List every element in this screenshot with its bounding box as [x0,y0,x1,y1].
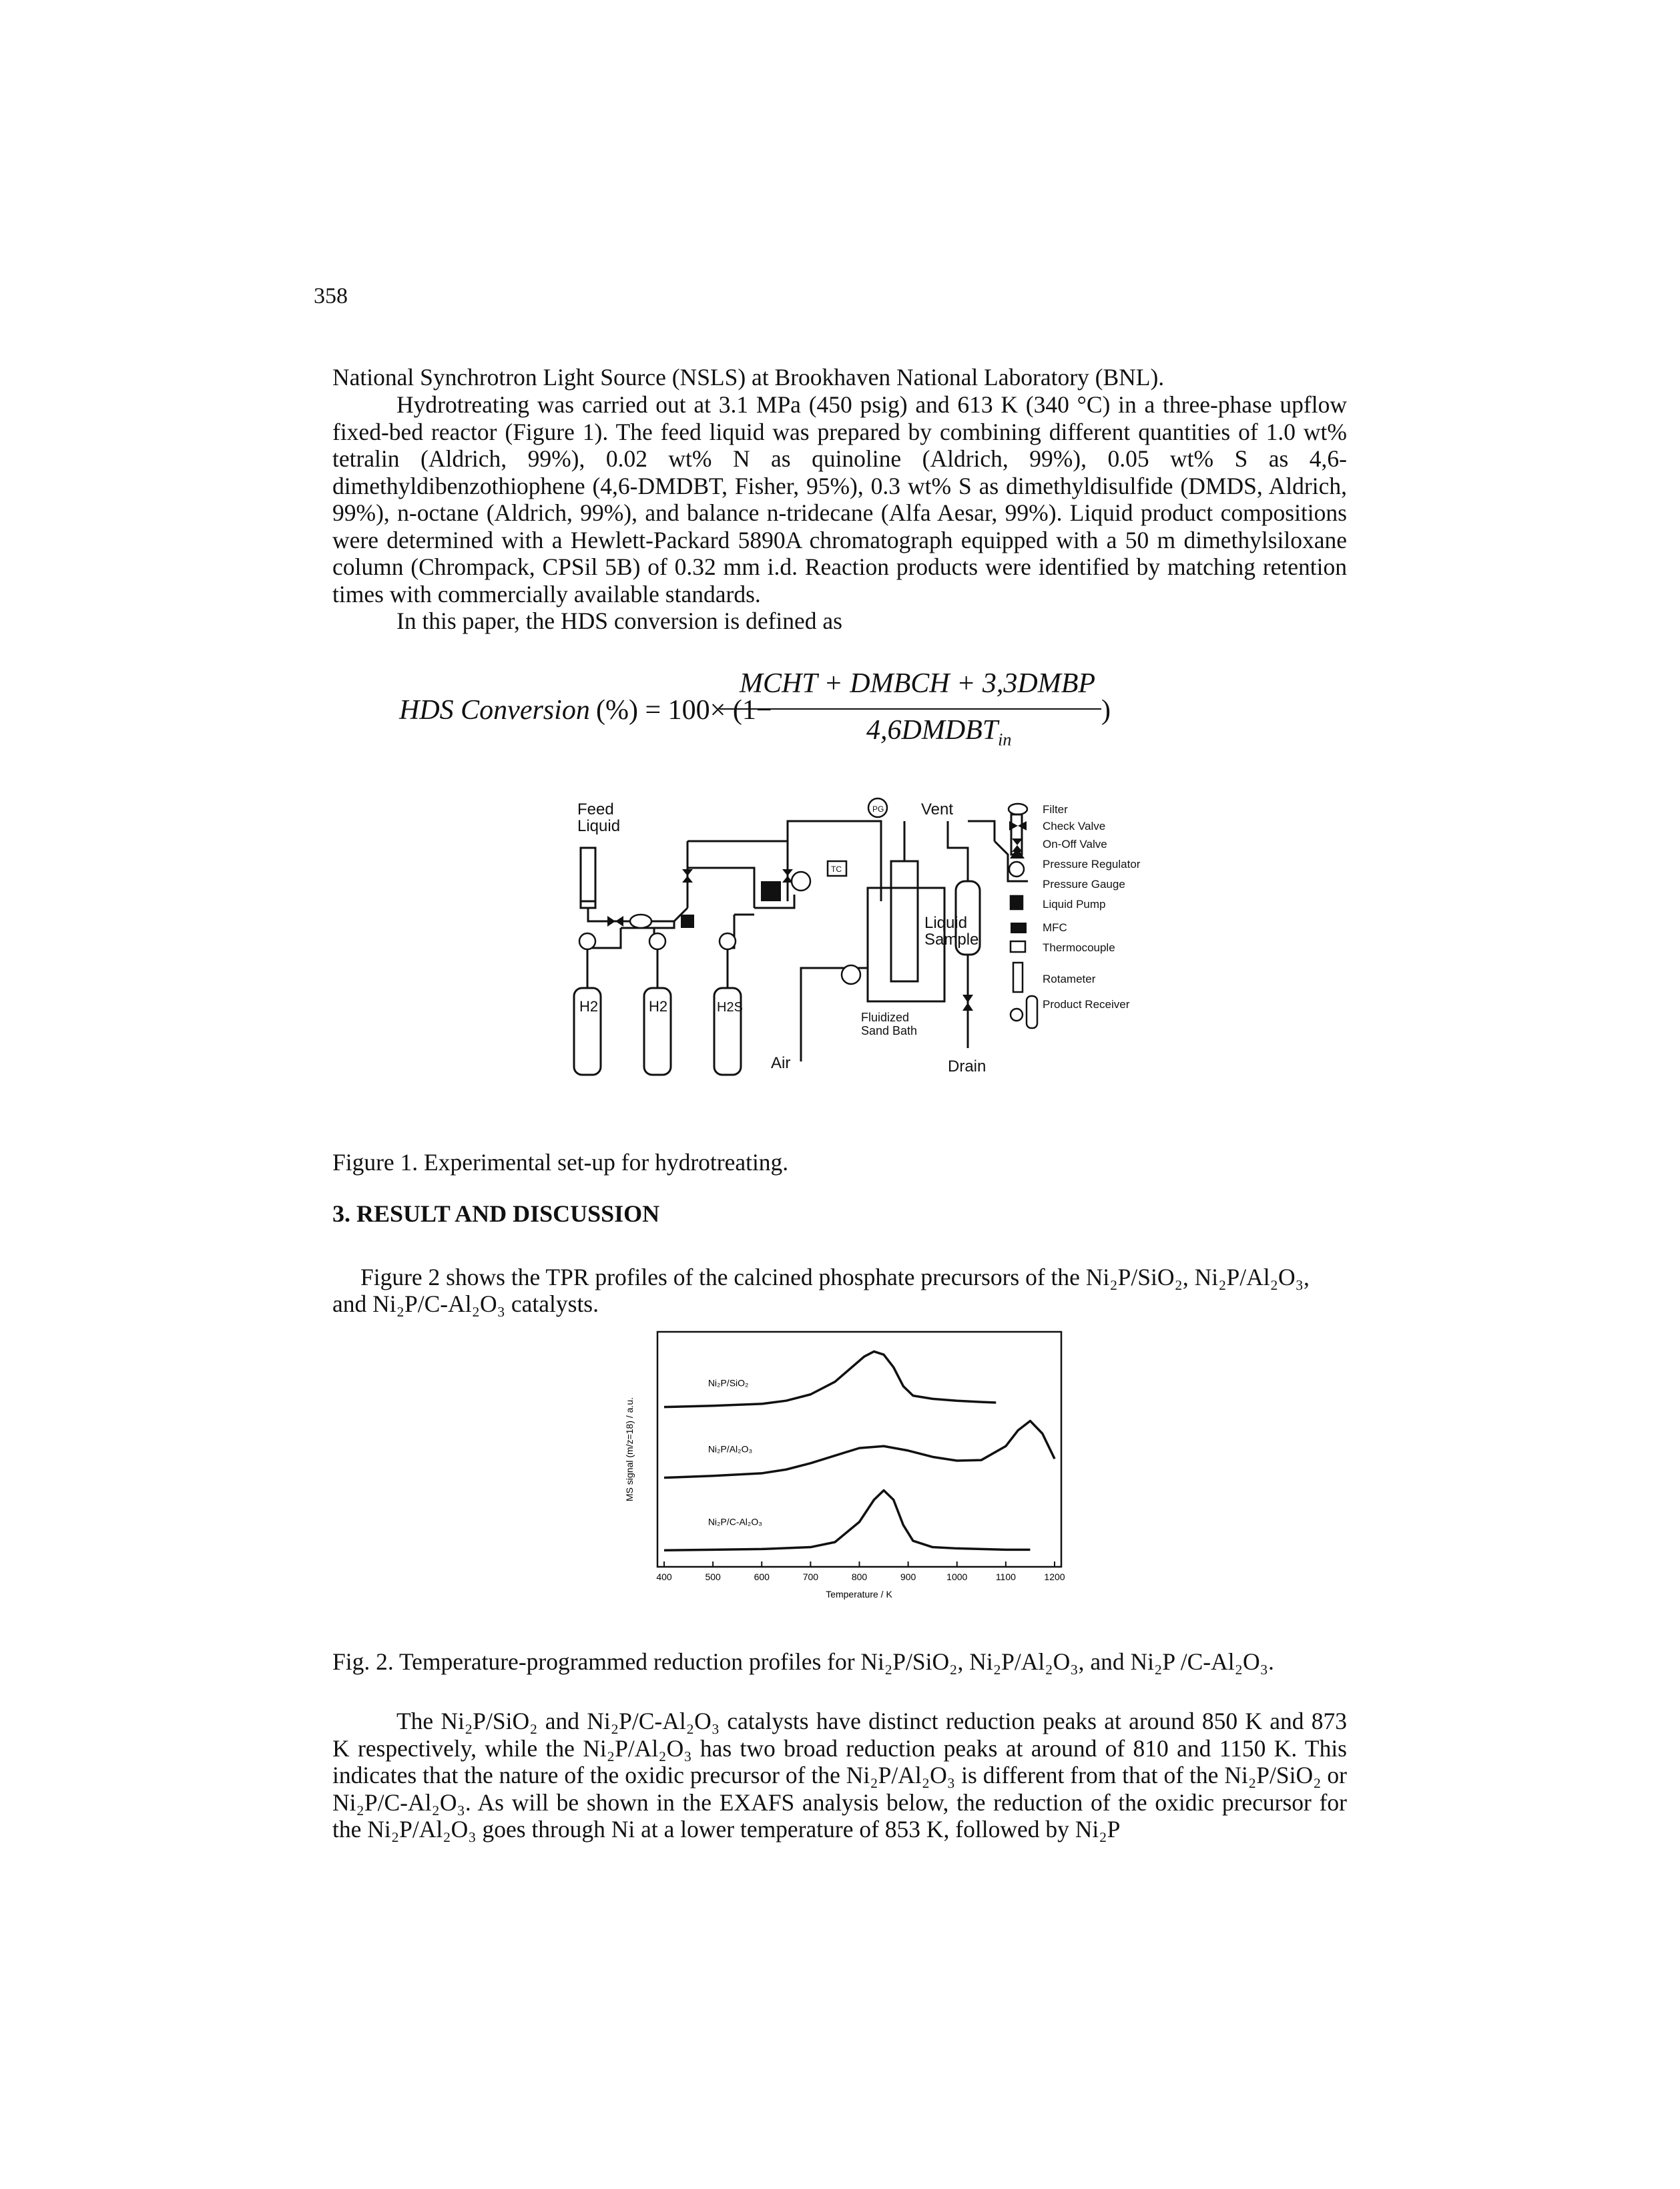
pressure-regulator-icon [648,932,667,951]
pressure-regulator-icon [718,932,737,951]
reactor [890,860,919,983]
page-number: 358 [314,284,348,308]
x-axis-ticks: 400 500 600 700 800 900 1000 1100 1200 [656,1561,1065,1582]
section-heading: 3. RESULT AND DISCUSSION [332,1200,660,1227]
legend-item: Filter [1043,803,1068,816]
series-labels: Ni₂P/SiO₂ Ni₂P/Al₂O₃ Ni₂P/C-Al₂O₃ [708,1377,762,1527]
label-h2-a: H2 [579,998,598,1015]
formula-denominator: 4,6DMDBTin [866,715,1012,750]
x-tick-label: 400 [656,1571,672,1582]
pressure-regulator-icon [578,932,597,951]
series-line [663,1350,997,1409]
label-vent: Vent [921,800,953,818]
formula-denominator-sub: in [998,730,1012,750]
definition-line: In this paper, the HDS conversion is def… [396,607,842,634]
figure1-caption: Figure 1. Experimental set-up for hydrot… [332,1149,789,1176]
x-tick-label: 1000 [946,1571,967,1582]
discussion-paragraph: The Ni₂P/SiO₂ and Ni₂P/C-Al₂O₃ catalysts… [332,1708,1347,1843]
formula-close: ) [1101,695,1111,726]
on-off-valve-icon [782,869,793,876]
x-tick-label: 800 [852,1571,868,1582]
legend-liquid-pump-icon [1009,895,1024,911]
label-feed: Feed [577,800,614,818]
on-off-valve-icon [962,995,973,1003]
legend-check-valve-icon [1009,821,1018,830]
liquid-pump-icon [681,915,694,928]
mfc-icon [761,881,781,901]
figure1-diagram: Feed Liquid Vent Liquid Sample Fluidized… [573,797,1141,1076]
series-label: Ni₂P/Al₂O₃ [708,1444,752,1455]
series-line [663,1419,1056,1479]
x-tick-label: 600 [754,1571,770,1582]
legend-item: Rotameter [1043,973,1096,985]
legend-pressure-regulator-icon [1010,848,1025,859]
label-pg: PG [872,804,884,814]
legend-item: MFC [1043,921,1067,934]
figure1-legend: Filter Check Valve On-Off Valve Pressure… [1007,802,1141,1029]
legend-product-receiver-icon [1025,995,1039,1029]
thermocouple-icon [826,860,848,877]
pressure-gauge-icon [867,797,888,818]
label-h2s: H2S [717,1000,743,1015]
label-sand-bath-1: Fluidized [861,1011,909,1024]
legend-item: Thermocouple [1043,941,1115,954]
label-h2-b: H2 [649,998,667,1015]
legend-item: Pressure Gauge [1043,878,1125,891]
methods-paragraph: Hydrotreating was carried out at 3.1 MPa… [332,391,1347,607]
series-line [663,1489,1031,1552]
sand-bath [866,887,946,1003]
legend-item: Product Receiver [1043,998,1130,1011]
figure2-caption: Fig. 2. Temperature-programmed reduction… [332,1648,1274,1675]
formula-lhs: HDS Conversion [399,695,590,726]
hds-formula: HDS Conversion (%) = 100× (1− MCHT + DMB… [399,668,1200,761]
fraction-bar [720,708,1101,710]
label-liquid: Liquid [577,817,620,835]
label-liquid-sample-1: Liquid [924,914,967,932]
figure2-chart: 400 500 600 700 800 900 1000 1100 1200 Ni₂P/SiO₂… [624,1330,1065,1600]
legend-mfc-icon [1011,923,1027,933]
series-lines [663,1350,1056,1552]
label-sand-bath-2: Sand Bath [861,1024,917,1037]
pressure-gauge-icon [790,871,812,892]
label-drain: Drain [948,1057,986,1075]
legend-item: On-Off Valve [1043,838,1107,850]
x-tick-label: 900 [900,1571,916,1582]
legend-item: Check Valve [1043,820,1105,832]
x-axis-label: Temperature / K [826,1589,892,1600]
on-off-valve-icon [682,869,693,876]
legend-filter-icon [1007,802,1029,816]
formula-numerator: MCHT + DMBCH + 3,3DMBP [740,668,1096,699]
legend-pressure-gauge-icon [1008,861,1025,878]
formula-lhs-unit: (%) = 100× (1− [596,695,772,726]
fig2-intro-line1: Figure 2 shows the TPR profiles of the c… [360,1264,1310,1290]
x-tick-label: 500 [705,1571,721,1582]
pressure-gauge-icon [840,964,862,985]
legend-item: Pressure Regulator [1043,858,1141,871]
label-liquid-sample-2: Sample [924,931,978,949]
legend-rotameter-icon [1012,961,1024,993]
legend-thermocouple-icon [1009,940,1027,953]
y-axis-label: MS signal (m/z=18) / a.u. [624,1397,635,1501]
legend-on-off-valve-icon [1012,838,1023,845]
legend-item: Liquid Pump [1043,898,1106,911]
filter-icon [629,913,653,929]
label-air: Air [771,1054,790,1072]
intro-line: National Synchrotron Light Source (NSLS)… [332,364,1165,391]
series-label: Ni₂P/SiO₂ [708,1377,749,1388]
x-tick-label: 1200 [1044,1571,1065,1582]
check-valve-icon [607,916,615,927]
x-tick-label: 700 [803,1571,819,1582]
feed-tank [579,846,597,909]
fig2-intro-line2: and Ni₂P/C-Al₂O₃ catalysts. [332,1290,599,1317]
series-label: Ni₂P/C-Al₂O₃ [708,1516,762,1527]
label-tc: TC [831,865,842,874]
x-tick-label: 1100 [996,1571,1016,1582]
